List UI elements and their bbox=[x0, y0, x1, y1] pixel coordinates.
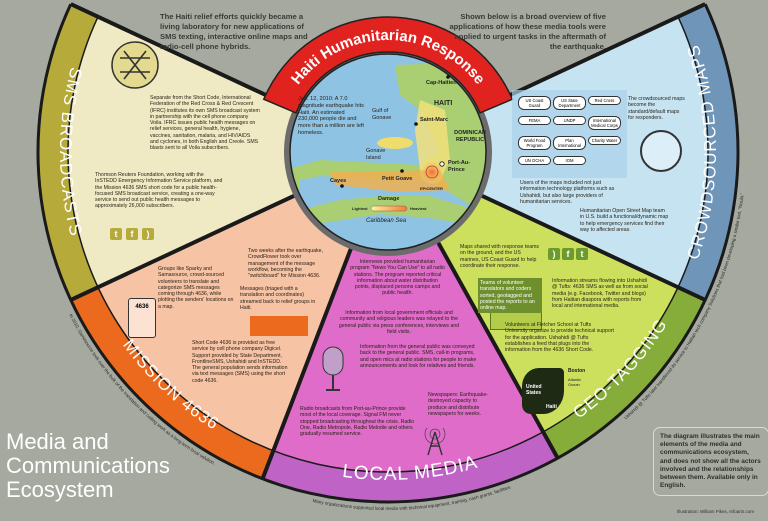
org-bubble: UNDP bbox=[553, 116, 586, 125]
local-text-internews: Internews provided humanitarian program … bbox=[350, 259, 445, 297]
title-line: Ecosystem bbox=[6, 477, 114, 502]
org-bubble: Charity Water bbox=[588, 136, 621, 145]
microphone-icon bbox=[322, 346, 344, 391]
label-epicenter: EPICENTER bbox=[420, 186, 443, 191]
label-port-au-prince: Port-Au-Prince bbox=[448, 160, 470, 173]
mission-text-messages: Messages (triaged with a translation and… bbox=[240, 286, 316, 311]
org-bubble: FEMA bbox=[518, 116, 551, 125]
damage-legend-bar bbox=[370, 205, 408, 212]
geo-text-fletcher: Volunteers at Fletcher School at Tufts U… bbox=[505, 322, 614, 354]
rss-icon: ) bbox=[548, 248, 560, 260]
crowd-text-users: Users of the maps included not just info… bbox=[520, 180, 615, 205]
facebook-icon: f bbox=[562, 248, 574, 260]
crowd-text-standard-maps: The crowdsourced maps become the standar… bbox=[628, 96, 685, 121]
org-bubble: UN OCHA bbox=[518, 156, 551, 165]
label-caribbean-sea: Caribbean Sea bbox=[366, 218, 407, 224]
phone-icon: 4636 bbox=[128, 298, 156, 338]
label-united-states: United States bbox=[526, 384, 542, 396]
local-sector bbox=[273, 152, 544, 472]
label-saint-marc: Saint-Marc bbox=[420, 117, 449, 123]
label-dominican: DOMINICAN REPUBLIC bbox=[454, 130, 486, 143]
geo-text-volunteers-box: Teams of volunteer translators and coder… bbox=[478, 278, 542, 314]
title-line: Media and bbox=[6, 429, 109, 454]
org-bubble: US State Department bbox=[553, 96, 586, 110]
sms-text-ifrc: Separate from the Short Code, Internatio… bbox=[150, 95, 260, 152]
illustration-credit: Illustration: William Pikes, Infoarts.co… bbox=[676, 509, 754, 514]
north-america-map bbox=[522, 368, 564, 414]
legend-title: Damage bbox=[378, 196, 400, 202]
label-cayes: Cayes bbox=[330, 178, 347, 184]
epicenter-marker bbox=[420, 160, 444, 184]
mission-text-crowdflower: Two weeks after the earthquake, CrowdFlo… bbox=[248, 248, 323, 280]
mission-text-volunteers: Groups like Sparky and Samasource, crowd… bbox=[158, 266, 234, 310]
label-boston: Boston bbox=[568, 368, 586, 374]
org-bubble: Red Cross bbox=[588, 96, 621, 105]
magnifier-icon bbox=[640, 130, 682, 172]
org-bubble: US Coast Guard bbox=[518, 96, 551, 110]
org-bubble: IOM bbox=[553, 156, 586, 165]
org-bubble: World Food Program bbox=[518, 136, 551, 150]
disclaimer-note: The diagram illustrates the main element… bbox=[653, 427, 768, 497]
label-haiti: HAITI bbox=[434, 100, 453, 107]
crowd-text-openstreetmap: Humanitarian Open Street Map team in U.S… bbox=[580, 208, 669, 233]
quake-text: Jan. 12, 2010: A 7.0 magnitude earthquak… bbox=[298, 96, 364, 136]
haiti-map bbox=[284, 48, 492, 256]
local-text-radio: Radio broadcasts from Port-au-Prince pro… bbox=[300, 406, 415, 438]
facebook-icon: f bbox=[126, 228, 138, 240]
radio-tower-icon bbox=[424, 428, 446, 456]
legend-high: Heaviest bbox=[410, 206, 427, 211]
label-gonave: Gonave Island bbox=[366, 148, 386, 161]
outer-rim bbox=[36, 3, 740, 504]
intro-left: The Haiti relief efforts quickly became … bbox=[160, 12, 308, 51]
twitter-icon: t bbox=[576, 248, 588, 260]
label-petit-goave: Petit Goave bbox=[382, 176, 413, 182]
local-text-general-public: Information from the general public was … bbox=[360, 344, 477, 369]
geo-text-information-streams: Information streams flowing into Ushahid… bbox=[552, 278, 648, 310]
label-atlantic: Atlantic Ocean bbox=[568, 377, 582, 387]
cell-tower-icon bbox=[111, 41, 159, 89]
mission-sector bbox=[97, 152, 388, 451]
local-text-officials: Information from local government offici… bbox=[338, 310, 460, 335]
page-title: Media and Communications Ecosystem bbox=[6, 430, 170, 502]
org-bubble: Plan International bbox=[553, 136, 586, 150]
local-text-newspapers: Newspapers: Earthquake-destroyed capacit… bbox=[428, 392, 488, 417]
legend-low: Lightest bbox=[352, 206, 368, 211]
rss-icon: ) bbox=[142, 228, 154, 240]
twitter-icon: t bbox=[110, 228, 122, 240]
org-bubble: International Medical Corps bbox=[588, 116, 621, 130]
intro-right: Shown below is a broad overview of five … bbox=[449, 12, 606, 51]
mission-orange-box bbox=[250, 316, 308, 336]
label-geo-haiti: Haiti bbox=[546, 404, 557, 410]
label-cap-haitien: Cap-Haitien bbox=[426, 80, 457, 86]
mission-text-short-code: Short Code 4636 is provided as free serv… bbox=[192, 340, 288, 384]
title-line: Communications bbox=[6, 453, 170, 478]
sms-text-thomson-reuters: Thomson Reuters Foundation, working with… bbox=[95, 172, 223, 210]
geo-text-maps-shared: Maps shared with response teams on the g… bbox=[460, 244, 540, 269]
label-gulf: Gulf of Gonave bbox=[372, 108, 392, 121]
